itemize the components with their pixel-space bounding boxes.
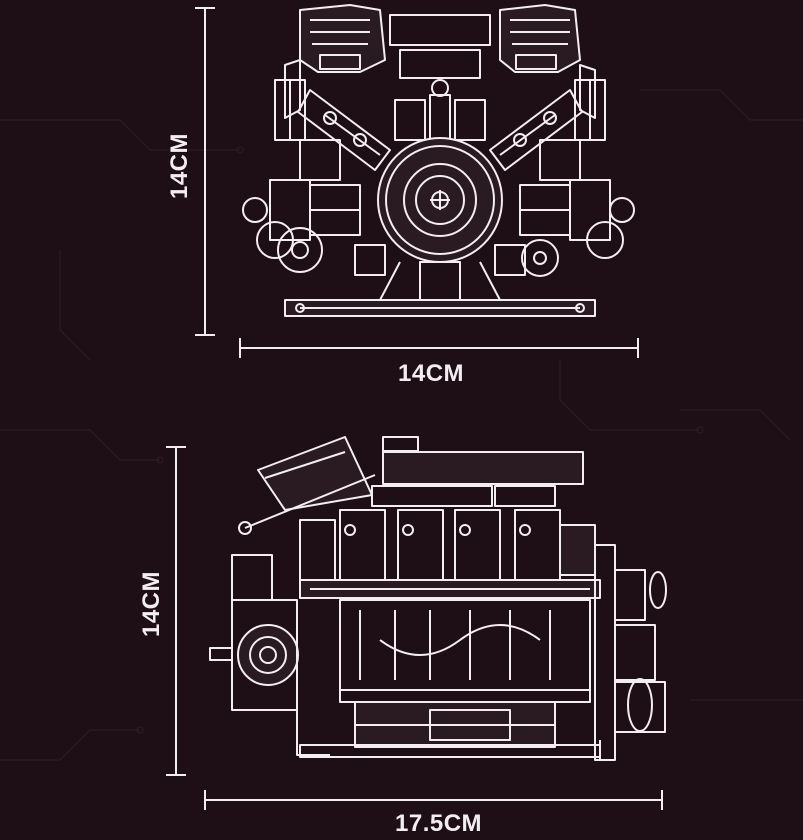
side-top-cover (257, 436, 584, 511)
front-right-bank (489, 89, 635, 259)
side-width-label: 17.5CM (395, 810, 483, 837)
side-height-dimension (166, 446, 186, 776)
front-left-bank (242, 89, 391, 259)
front-width-label: 14CM (398, 360, 465, 387)
front-height-dimension (195, 7, 215, 336)
front-base-beam (284, 299, 596, 317)
side-main-rail (299, 579, 601, 599)
side-height-label: 14CM (138, 570, 166, 638)
front-left-cylinder-head (274, 4, 386, 141)
side-intake-runners (299, 509, 596, 581)
side-flywheel-stack (594, 544, 667, 761)
side-width-dimension (204, 790, 663, 810)
side-front-gear (209, 474, 376, 756)
front-flywheel (377, 137, 503, 263)
front-right-cylinder-head (499, 4, 606, 141)
side-base (299, 744, 601, 758)
side-engine-block (339, 599, 591, 748)
front-width-dimension (239, 338, 639, 358)
